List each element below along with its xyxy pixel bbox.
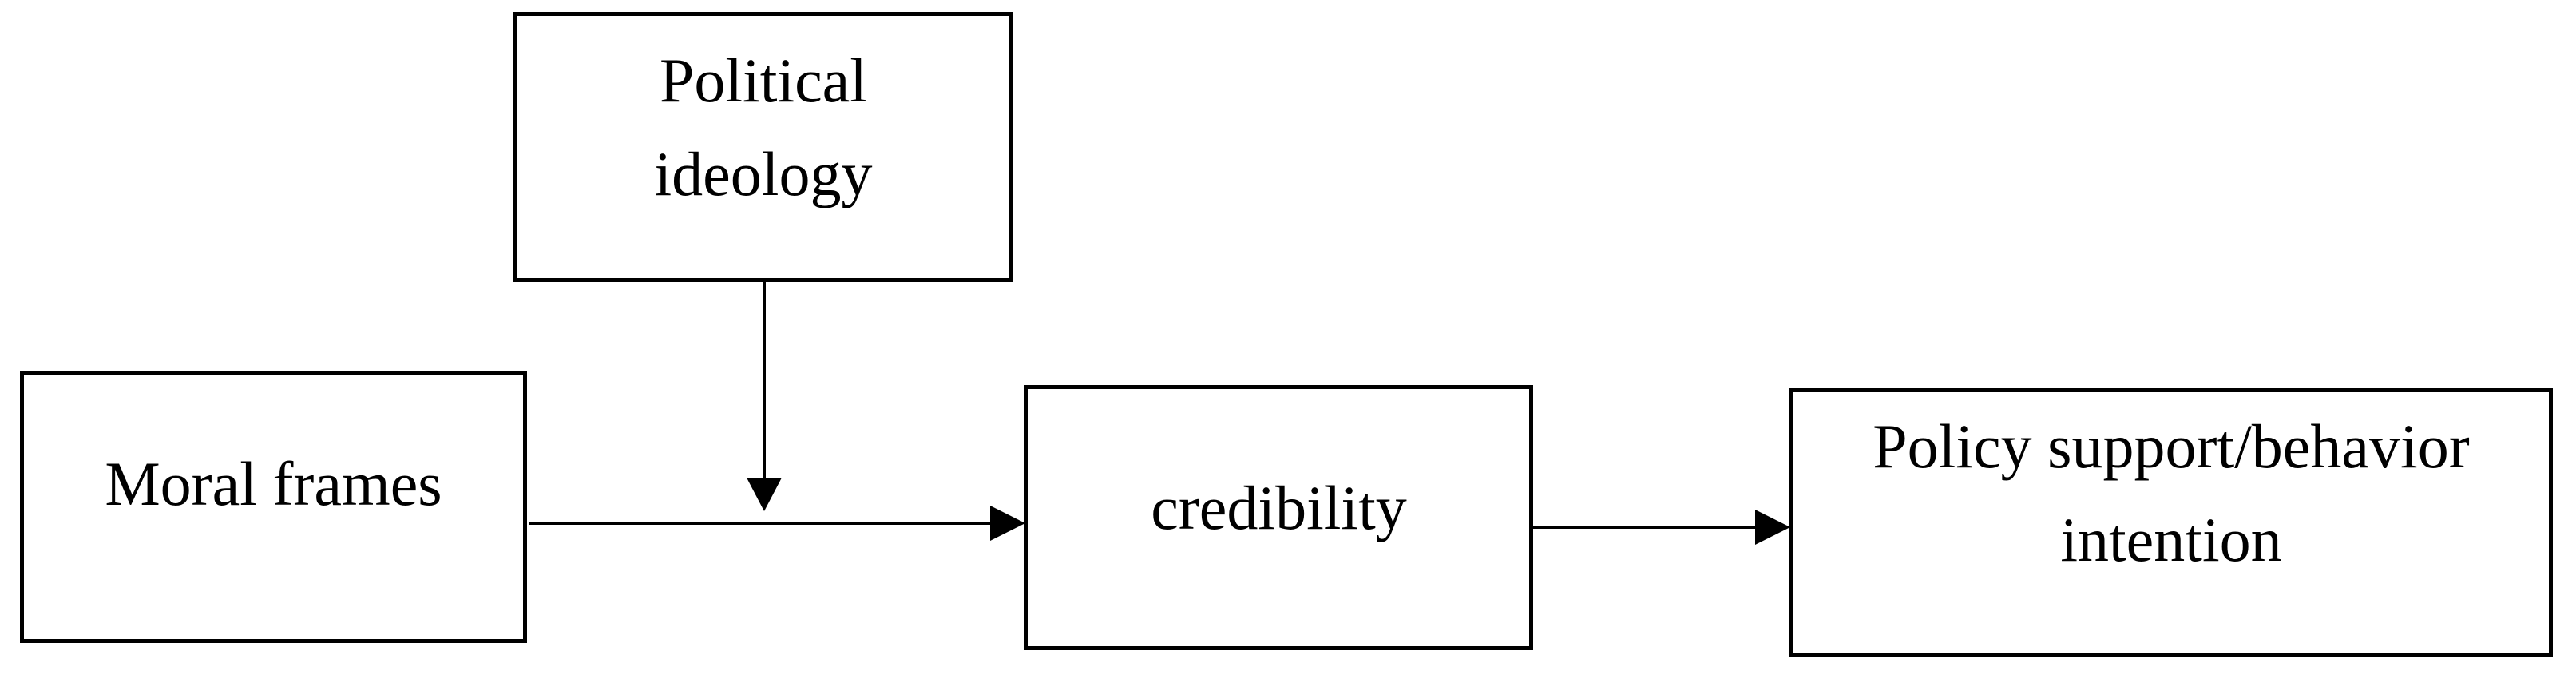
node-policy-support: Policy support/behavior intention	[1789, 388, 2553, 657]
node-credibility-label: credibility	[1151, 472, 1407, 542]
node-political-ideology-label: Political ideology	[654, 46, 873, 208]
node-credibility: credibility	[1024, 385, 1533, 650]
arrow-credibility-to-policy-support	[1532, 510, 1790, 545]
node-political-ideology: Political ideology	[513, 12, 1013, 282]
arrowhead-right-icon	[990, 506, 1025, 541]
arrow-moral-frames-to-credibility	[529, 506, 1025, 541]
node-policy-support-label: Policy support/behavior intention	[1873, 411, 2470, 574]
arrow-political-ideology-moderation	[747, 282, 782, 511]
node-moral-frames-label: Moral frames	[105, 448, 442, 518]
arrowhead-down-icon	[747, 478, 782, 511]
arrowhead-right-icon	[1755, 510, 1790, 545]
node-moral-frames: Moral frames	[20, 371, 527, 643]
